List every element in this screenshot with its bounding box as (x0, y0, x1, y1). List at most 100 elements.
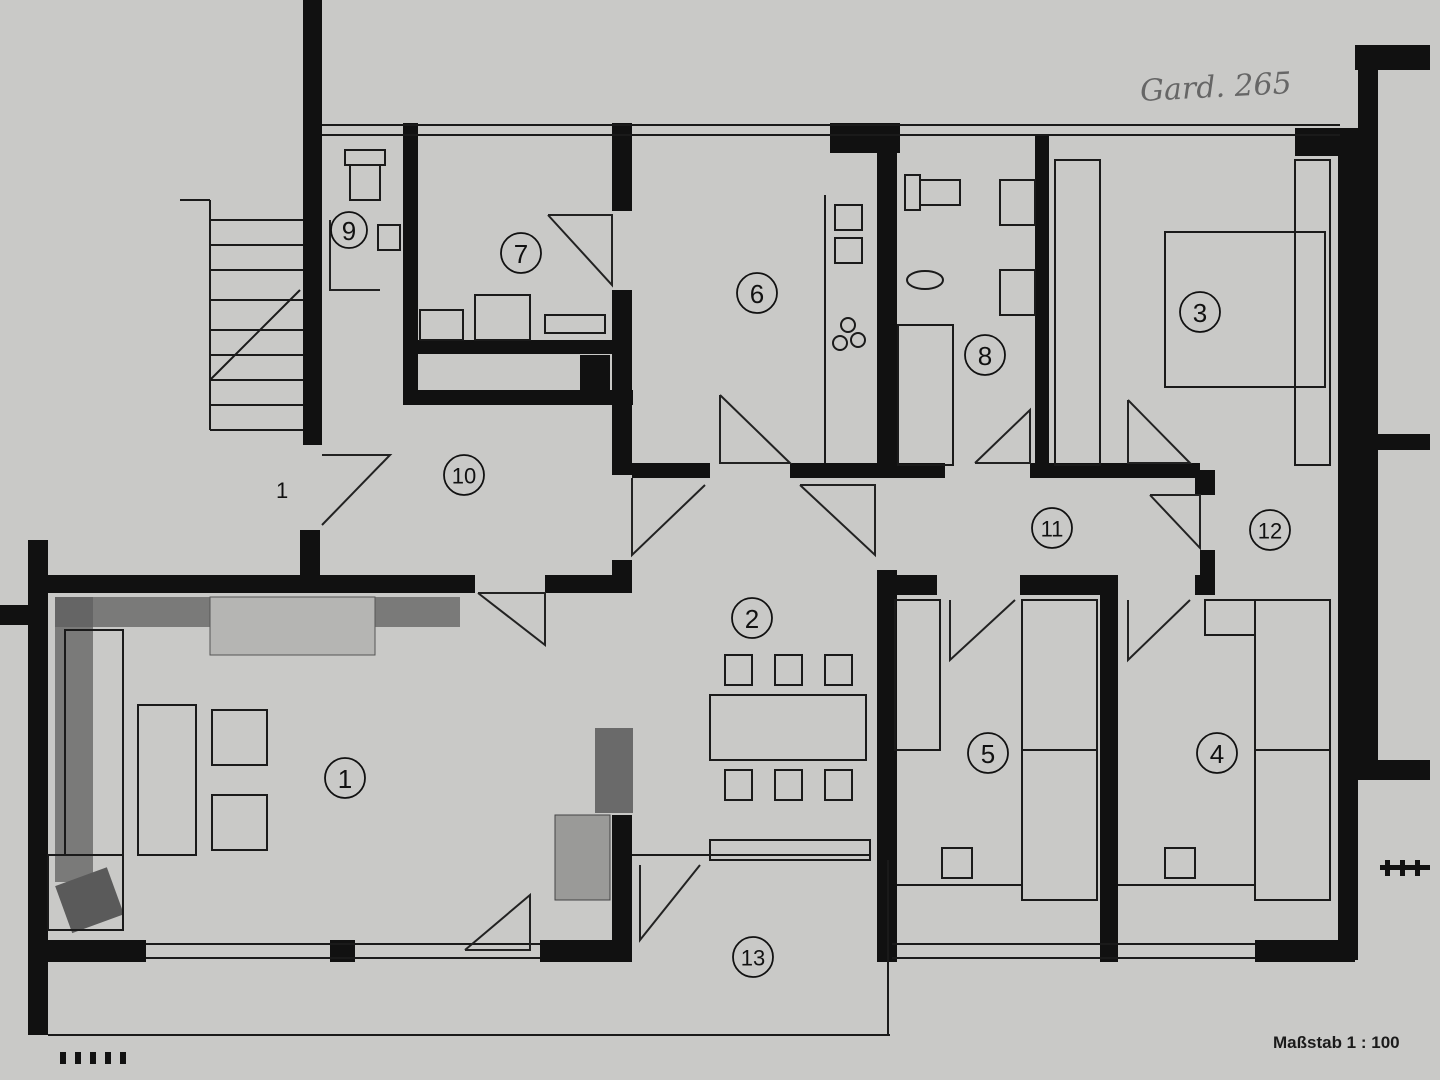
room-label-6: 6 (736, 272, 778, 314)
chair (774, 654, 803, 686)
washbasin (999, 269, 1036, 316)
room-number: 11 (1041, 517, 1064, 542)
room-number-circle (731, 597, 773, 639)
wall (90, 1052, 96, 1064)
shaded-sofa (55, 597, 93, 882)
room-number-circle (967, 732, 1009, 774)
room-number-circle (964, 334, 1006, 376)
wall (877, 575, 937, 595)
room-number: 13 (741, 946, 765, 971)
furniture (47, 149, 1331, 934)
stove-burner (834, 237, 863, 264)
wardrobe (1294, 159, 1331, 466)
door-swing (1127, 399, 1193, 464)
corner-seat (47, 854, 124, 931)
wardrobe (1021, 599, 1098, 901)
stove-burner (834, 204, 863, 231)
room-number-circle (1179, 291, 1221, 333)
wall (28, 575, 475, 593)
room-number: 9 (342, 216, 356, 246)
hatched-fireplace (554, 814, 611, 901)
door-swing (719, 394, 793, 464)
room-number: 3 (1193, 298, 1207, 328)
room-number: 8 (978, 341, 992, 371)
room-label-11: 11 (1031, 507, 1073, 549)
windows-and-outlines (48, 124, 1340, 1036)
room-number-circle (1249, 509, 1291, 551)
room-label-4: 4 (1196, 732, 1238, 774)
wardrobe (1054, 159, 1101, 466)
chair (724, 654, 753, 686)
chair (824, 654, 853, 686)
room-label-9: 9 (330, 211, 368, 249)
wall (60, 1052, 66, 1064)
nightstand (1164, 847, 1196, 879)
wall (105, 1052, 111, 1064)
wall (28, 940, 146, 962)
door-swing (799, 484, 876, 558)
room-number: 2 (745, 604, 759, 634)
wall (612, 815, 632, 962)
stair-direction-line (209, 289, 301, 381)
window-sill (709, 839, 871, 861)
door-swing (477, 592, 546, 648)
room-label-3: 3 (1179, 291, 1221, 333)
wall (1378, 760, 1430, 780)
wall (1100, 575, 1118, 962)
room-number-circle (443, 454, 485, 496)
wall (1255, 940, 1355, 962)
stove-hob (840, 317, 856, 333)
wall (545, 575, 632, 593)
room-label-2: 2 (731, 597, 773, 639)
room-number: 7 (514, 239, 528, 269)
door-swing (949, 599, 1016, 663)
room-label-5: 5 (967, 732, 1009, 774)
wall (330, 940, 355, 962)
chair (824, 769, 853, 801)
room-number-circle (1031, 507, 1073, 549)
wall (790, 463, 945, 478)
wall (1378, 434, 1430, 450)
door-swing (1149, 494, 1201, 551)
toilet-tank (904, 174, 921, 211)
armchair (211, 794, 268, 851)
room-number-circle (330, 211, 368, 249)
bidet (906, 270, 944, 290)
wall (28, 540, 48, 1035)
chair (774, 769, 803, 801)
door-swing (974, 407, 1031, 464)
washbasin (999, 179, 1036, 226)
armchair (211, 709, 268, 766)
room-number: 12 (1258, 519, 1282, 544)
room-number: 5 (981, 739, 995, 769)
wall (403, 123, 418, 405)
door-swing (631, 478, 706, 558)
wall (403, 390, 633, 405)
wall (300, 530, 320, 580)
wall (0, 605, 28, 625)
toilet (919, 179, 961, 206)
room-label-1: 1 (324, 757, 366, 799)
room-number-circle (732, 936, 774, 978)
wall (877, 570, 897, 962)
sink (377, 224, 401, 251)
stair-label: 1 (276, 478, 289, 503)
desk (894, 599, 941, 751)
wardrobe (1254, 599, 1331, 901)
wall (1338, 128, 1358, 960)
room-number: 1 (338, 764, 352, 794)
wall (403, 340, 618, 354)
room-number-circle (324, 757, 366, 799)
dining-table (709, 694, 867, 761)
wall (612, 123, 632, 211)
door-swing (321, 454, 393, 526)
toilet-tank (344, 149, 386, 166)
wall (1195, 470, 1215, 495)
walls (0, 0, 1430, 1064)
wall (120, 1052, 126, 1064)
scale-label: Maßstab 1 : 100 (1273, 1033, 1400, 1052)
desk (1204, 599, 1256, 636)
room-number-circle (1196, 732, 1238, 774)
